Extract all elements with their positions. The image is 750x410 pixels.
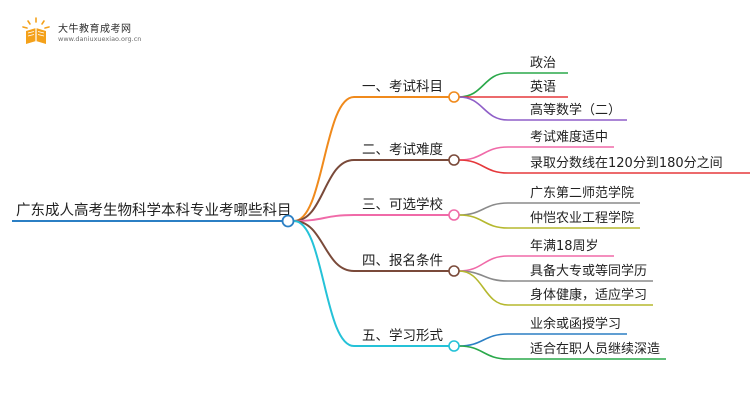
- leaf-label: 考试难度适中: [530, 129, 608, 145]
- leaf-label: 高等数学（二）: [530, 102, 621, 118]
- leaf-connector: [458, 96, 509, 121]
- root-topic: 广东成人高考生物科学本科专业考哪些科目: [16, 202, 292, 219]
- branch-node: [448, 265, 460, 277]
- site-logo: 大牛教育成考网 www.daniuxuexiao.org.cn: [18, 14, 148, 50]
- branch-node: [448, 154, 460, 166]
- branch-label: 三、可选学校: [362, 196, 443, 213]
- leaf-connector: [458, 72, 509, 98]
- leaf-connector: [458, 202, 509, 216]
- leaf-label: 录取分数线在120分到180分之间: [530, 156, 723, 171]
- leaf-label: 业余或函授学习: [530, 316, 621, 332]
- branch-connector: [293, 159, 355, 222]
- leaf-label: 广东第二师范学院: [530, 185, 634, 201]
- leaf-label: 英语: [530, 80, 556, 95]
- leaf-label: 年满18周岁: [530, 239, 599, 254]
- leaf-label: 政治: [530, 56, 556, 71]
- leaf-label: 身体健康，适应学习: [530, 287, 647, 303]
- leaf-connector: [458, 159, 509, 174]
- branch-connector: [293, 220, 355, 272]
- branch-node: [448, 340, 460, 352]
- leaf-label: 仲恺农业工程学院: [530, 210, 634, 226]
- branch-label: 五、学习形式: [362, 328, 443, 344]
- root-node: [281, 214, 295, 228]
- branch-label: 四、报名条件: [362, 252, 443, 269]
- branch-connector: [293, 220, 355, 347]
- branch-node: [448, 91, 460, 103]
- leaf-connector: [458, 345, 509, 360]
- branch-connector: [293, 96, 355, 222]
- leaf-connector: [458, 255, 509, 272]
- branch-label: 一、考试科目: [362, 79, 443, 95]
- leaf-label: 适合在职人员继续深造: [530, 342, 660, 357]
- leaf-connector: [458, 146, 509, 161]
- branch-label: 二、考试难度: [362, 142, 443, 158]
- logo-title: 大牛教育成考网: [58, 24, 132, 35]
- branch-node: [448, 209, 460, 221]
- leaf-connector: [458, 333, 509, 347]
- branch-connector: [293, 214, 355, 222]
- leaf-label: 具备大专或等同学历: [530, 263, 647, 279]
- leaf-connector: [458, 214, 509, 229]
- leaf-connector: [458, 270, 509, 306]
- book-logo-icon: [22, 17, 50, 44]
- logo-url: www.daniuxuexiao.org.cn: [58, 35, 142, 43]
